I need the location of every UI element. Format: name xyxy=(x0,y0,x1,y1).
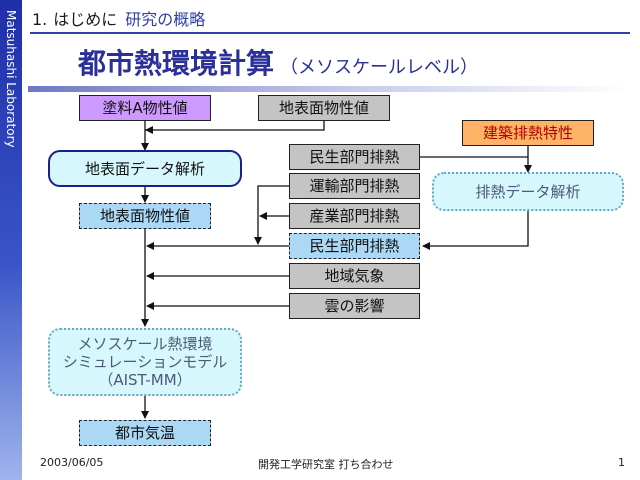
slide-title-sub: （メソスケールレベル） xyxy=(280,57,479,78)
urban-temperature-box: 都市気温 xyxy=(79,420,211,446)
surface-data-analysis-box: 地表面データ解析 xyxy=(48,150,242,187)
arrow-exhaust-to-civil xyxy=(422,211,529,250)
section-subtitle: 研究の概略 xyxy=(125,10,206,29)
mesoscale-model-box: メソスケール熱環境 シミュレーションモデル （AIST-MM） xyxy=(48,328,242,396)
model-line-3: （AIST-MM） xyxy=(98,371,192,389)
civil-sector-heat-output-box: 民生部門排熱 xyxy=(289,233,420,259)
surface-properties-input-box: 地表面物性値 xyxy=(258,95,390,121)
title-underline xyxy=(28,86,628,92)
transport-sector-heat-box: 運輸部門排熱 xyxy=(289,173,420,199)
slide-title-main: 都市熱環境計算 xyxy=(78,47,275,80)
model-line-1: メソスケール熱環境 xyxy=(77,335,213,353)
exhaust-data-analysis-box: 排熱データ解析 xyxy=(432,172,624,211)
regional-weather-box: 地域気象 xyxy=(289,263,420,289)
sidebar-band: Matsuhashi Laboratory xyxy=(0,0,22,480)
footer-page-number: 1 xyxy=(618,456,625,469)
section-number: 1. xyxy=(32,10,48,29)
footer-meeting: 開発工学研究室 打ち合わせ xyxy=(258,458,394,471)
arrow-surfaceprops-to-analysis xyxy=(145,121,325,131)
arrow-transport-bus xyxy=(254,185,289,245)
cloud-effect-box: 雲の影響 xyxy=(289,293,420,319)
section-header: 1. はじめに研究の概略 xyxy=(32,6,205,30)
surface-properties-output-box: 地表面物性値 xyxy=(79,203,211,229)
footer-date: 2003/06/05 xyxy=(40,456,104,469)
paint-properties-box: 塗料A物性値 xyxy=(79,95,211,121)
model-line-2: シミュレーションモデル xyxy=(62,353,228,371)
civil-sector-heat-input-box: 民生部門排熱 xyxy=(289,144,420,170)
slide-title: 都市熱環境計算（メソスケールレベル） xyxy=(78,42,478,82)
building-exhaust-characteristics-box: 建築排熱特性 xyxy=(462,120,594,146)
industry-sector-heat-box: 産業部門排熱 xyxy=(289,203,420,229)
section-label: はじめに xyxy=(53,10,118,29)
header-divider xyxy=(30,32,630,34)
